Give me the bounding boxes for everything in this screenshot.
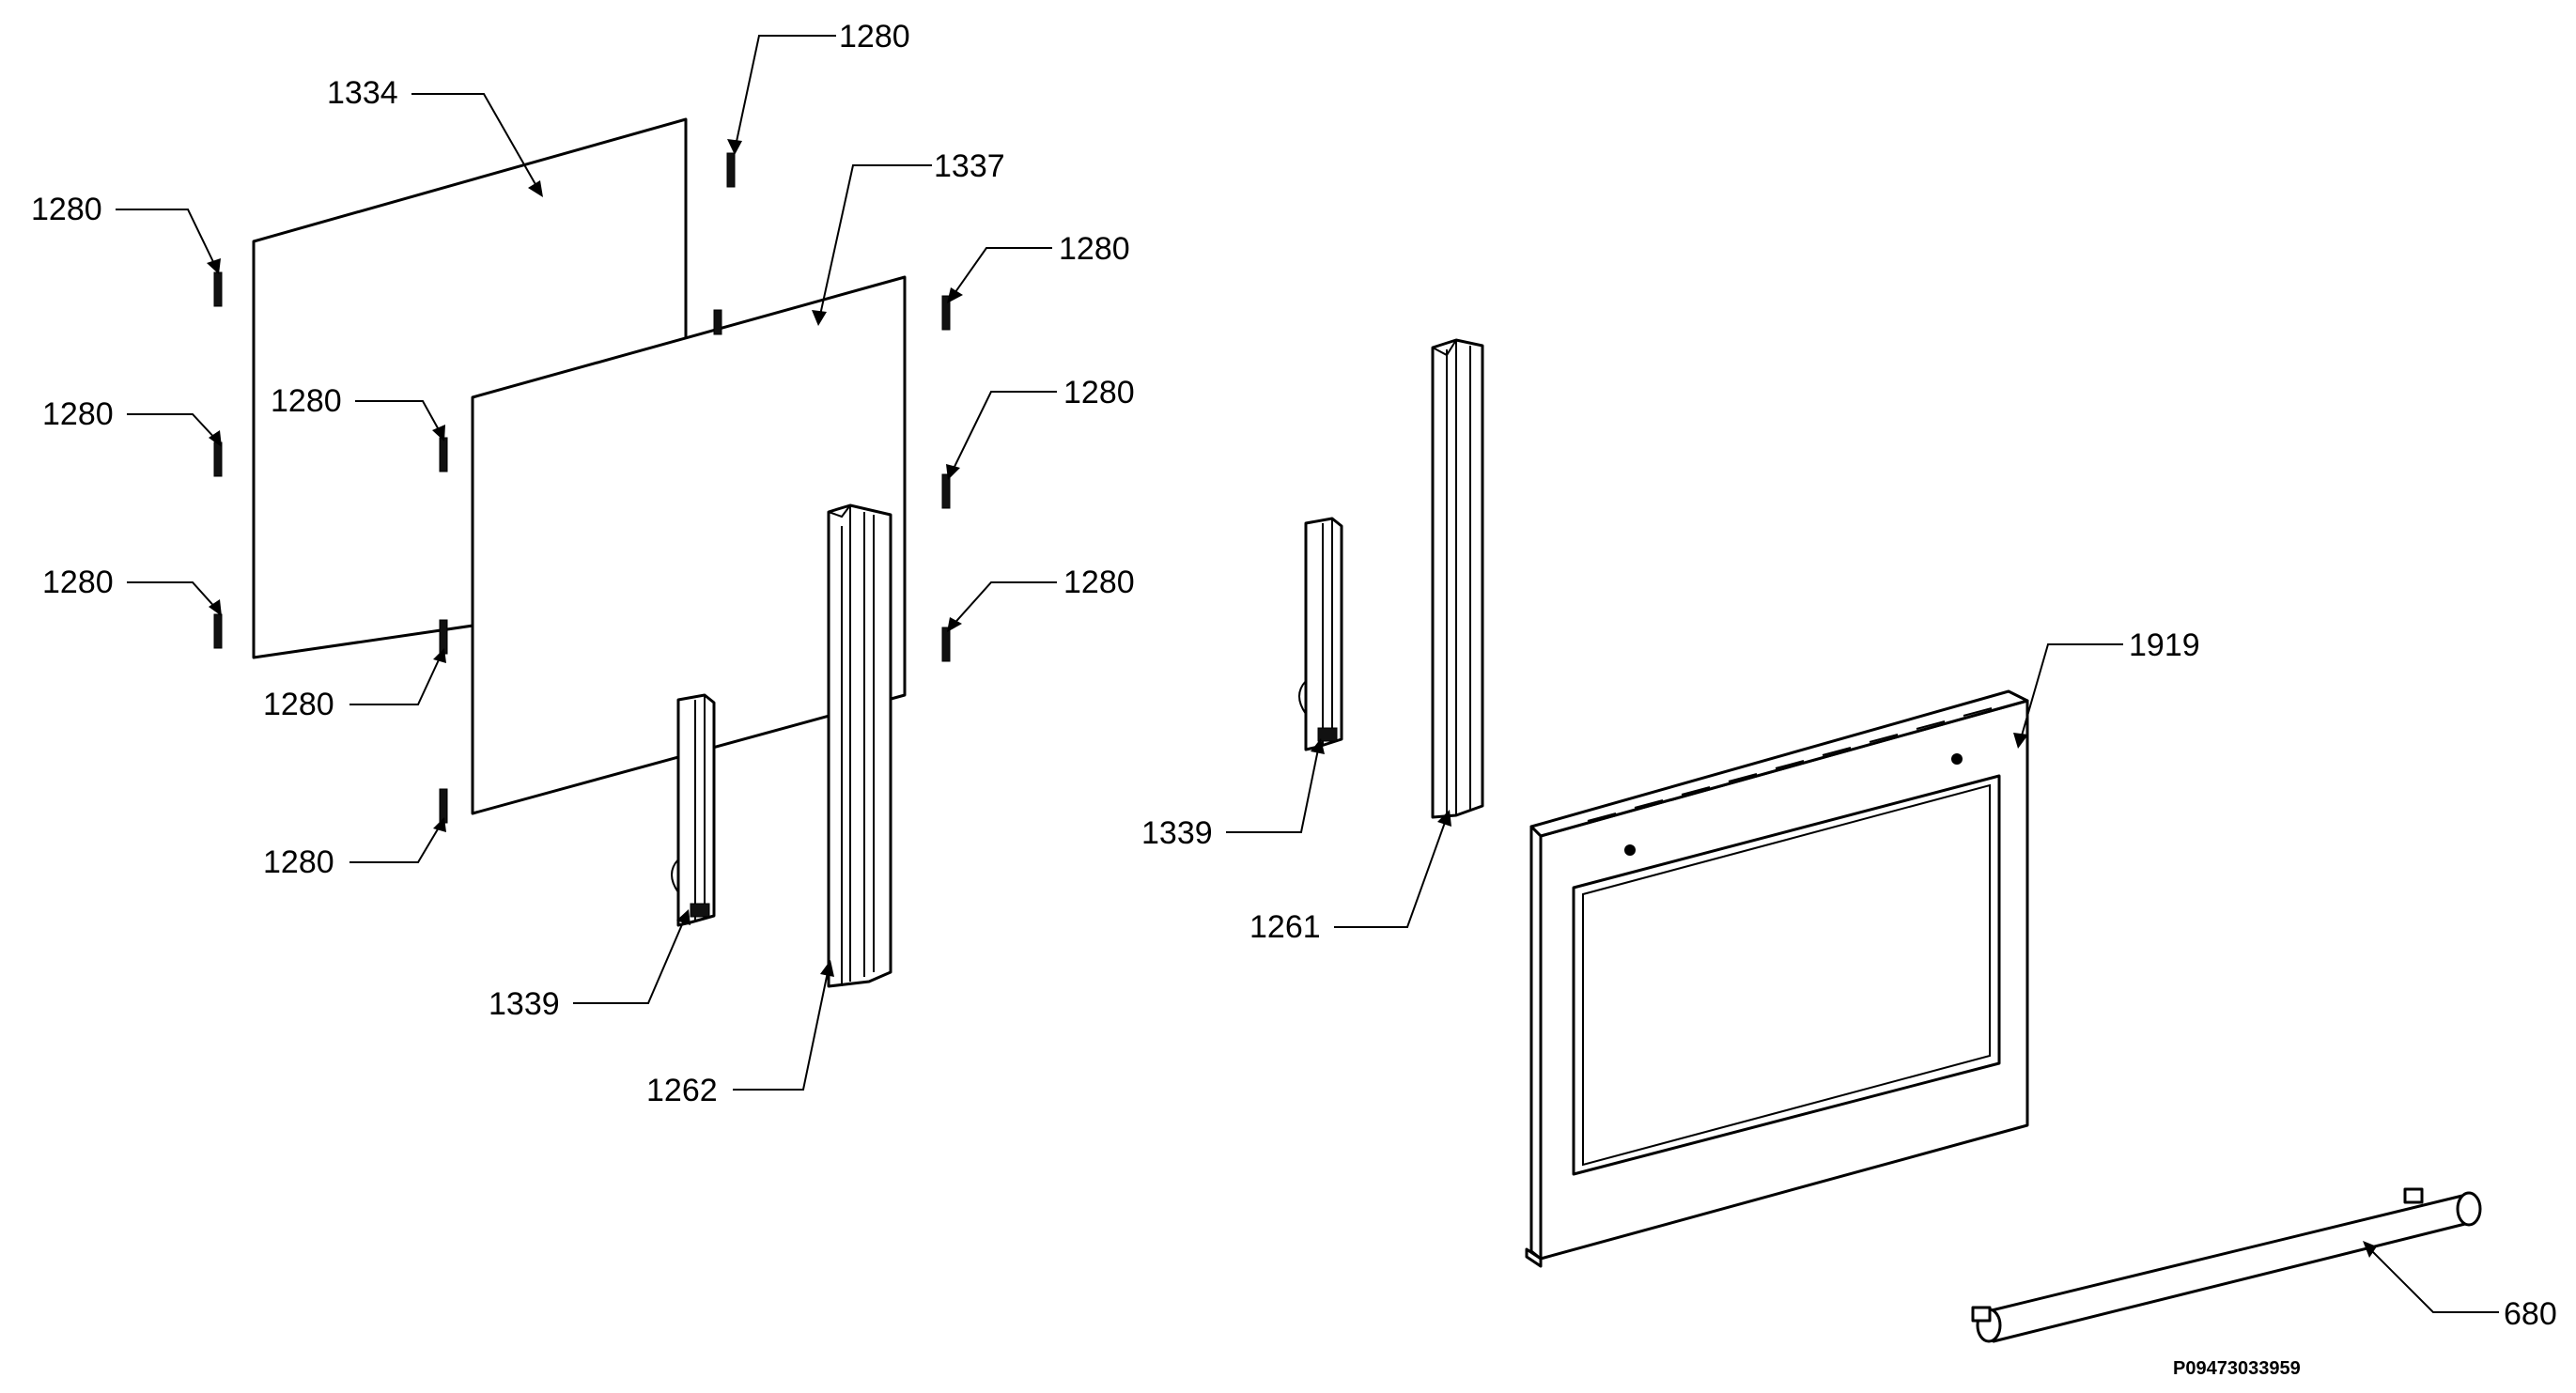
callout-label: 1261 — [1249, 909, 1321, 945]
clip-1280 — [941, 473, 951, 509]
callout-label: 1280 — [42, 396, 114, 432]
clip-1280 — [713, 309, 722, 335]
door-handle-680 — [1971, 1187, 2482, 1343]
callout-label: 680 — [2504, 1296, 2557, 1332]
clip-1280 — [213, 613, 223, 649]
top-flange-slots — [1587, 707, 1993, 822]
door-window — [1572, 774, 2001, 1176]
callout-label: 1339 — [489, 986, 560, 1022]
clip-1280 — [213, 441, 223, 477]
clip-1280 — [439, 619, 448, 655]
callout-label: 1280 — [263, 844, 334, 880]
glass-clips-1280 — [213, 152, 951, 824]
drawing-code: P09473033959 — [2173, 1358, 2301, 1379]
callout-label: 1339 — [1141, 815, 1213, 851]
callout-label: 1280 — [42, 565, 114, 600]
clip-1280 — [439, 788, 448, 824]
door-frame-1919 — [1525, 689, 2029, 1268]
profile-1262 — [827, 503, 892, 988]
mounting-hole — [1951, 753, 1963, 765]
callout-label: 1337 — [934, 148, 1005, 184]
clip-1280 — [941, 295, 951, 331]
callout-label: 1262 — [646, 1073, 718, 1108]
mounting-hole — [1624, 844, 1636, 856]
clip-1280 — [213, 271, 223, 307]
profile-1339-left — [671, 693, 716, 927]
callout-label: 1280 — [1063, 565, 1135, 600]
callout-label: 1334 — [327, 75, 398, 111]
callout-label: 1280 — [263, 687, 334, 722]
callout-label: 1280 — [1059, 231, 1130, 267]
callout-label: 1280 — [839, 19, 910, 54]
callout-label: 1280 — [31, 192, 102, 227]
clip-1280 — [941, 627, 951, 662]
clip-1280 — [439, 437, 448, 472]
leader-lines — [116, 35, 2499, 1313]
profile-1261 — [1431, 338, 1484, 819]
profile-1339-right — [1298, 517, 1343, 751]
clip-1280 — [726, 152, 736, 188]
callout-label: 1280 — [271, 383, 342, 419]
glass-panel-1337 — [471, 275, 907, 815]
callout-label: 1919 — [2129, 627, 2200, 663]
callout-labels: 1280 1334 1280 1337 1280 1280 1280 1280 … — [31, 19, 2557, 1332]
callout-label: 1280 — [1063, 375, 1135, 410]
